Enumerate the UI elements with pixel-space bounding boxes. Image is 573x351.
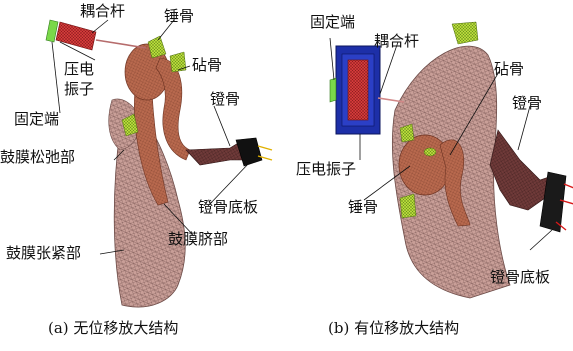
- piezo-a: [56, 22, 96, 50]
- label-malleus-b: 锤骨: [348, 200, 378, 215]
- label-coupling-rod-b: 耦合杆: [374, 34, 419, 49]
- green-pad-low-b: [400, 194, 416, 218]
- caption-a: (a) 无位移放大结构: [48, 321, 178, 336]
- panel-b-model: [330, 22, 573, 298]
- coupling-rod-a: [96, 40, 146, 48]
- green-pad-top-b: [452, 22, 478, 44]
- footplate-a: [236, 138, 262, 166]
- green-pad-incus-a: [170, 52, 186, 72]
- label-pars-flaccida-a: 鼓膜松弛部: [0, 150, 75, 165]
- incus-a: [156, 58, 190, 160]
- label-stapes-a: 镫骨: [210, 92, 240, 107]
- label-incus-a: 砧骨: [192, 58, 222, 73]
- caption-b: (b) 有位移放大结构: [328, 321, 459, 336]
- piezo-b: [348, 60, 368, 120]
- label-footplate-a: 镫骨底板: [198, 200, 258, 215]
- label-incus-b: 砧骨: [494, 62, 524, 77]
- label-fixed-end-a: 固定端: [14, 112, 59, 127]
- green-pad-small-b: [424, 148, 436, 156]
- fixed-end-b: [330, 78, 336, 102]
- label-footplate-b: 镫骨底板: [490, 270, 550, 285]
- label-fixed-end-b: 固定端: [310, 15, 355, 30]
- label-piezo-b: 压电振子: [296, 162, 356, 177]
- label-stapes-b: 镫骨: [512, 96, 542, 111]
- label-malleus-a: 锤骨: [164, 9, 194, 24]
- label-coupling-rod-a: 耦合杆: [80, 4, 125, 19]
- stapes-b: [490, 130, 552, 210]
- label-umbo-a: 鼓膜脐部: [168, 232, 228, 247]
- label-piezo-a-2: 振子: [64, 82, 94, 97]
- label-pars-tensa-a: 鼓膜张紧部: [6, 246, 81, 261]
- stapes-a: [186, 142, 246, 165]
- label-piezo-a: 压电: [64, 62, 94, 77]
